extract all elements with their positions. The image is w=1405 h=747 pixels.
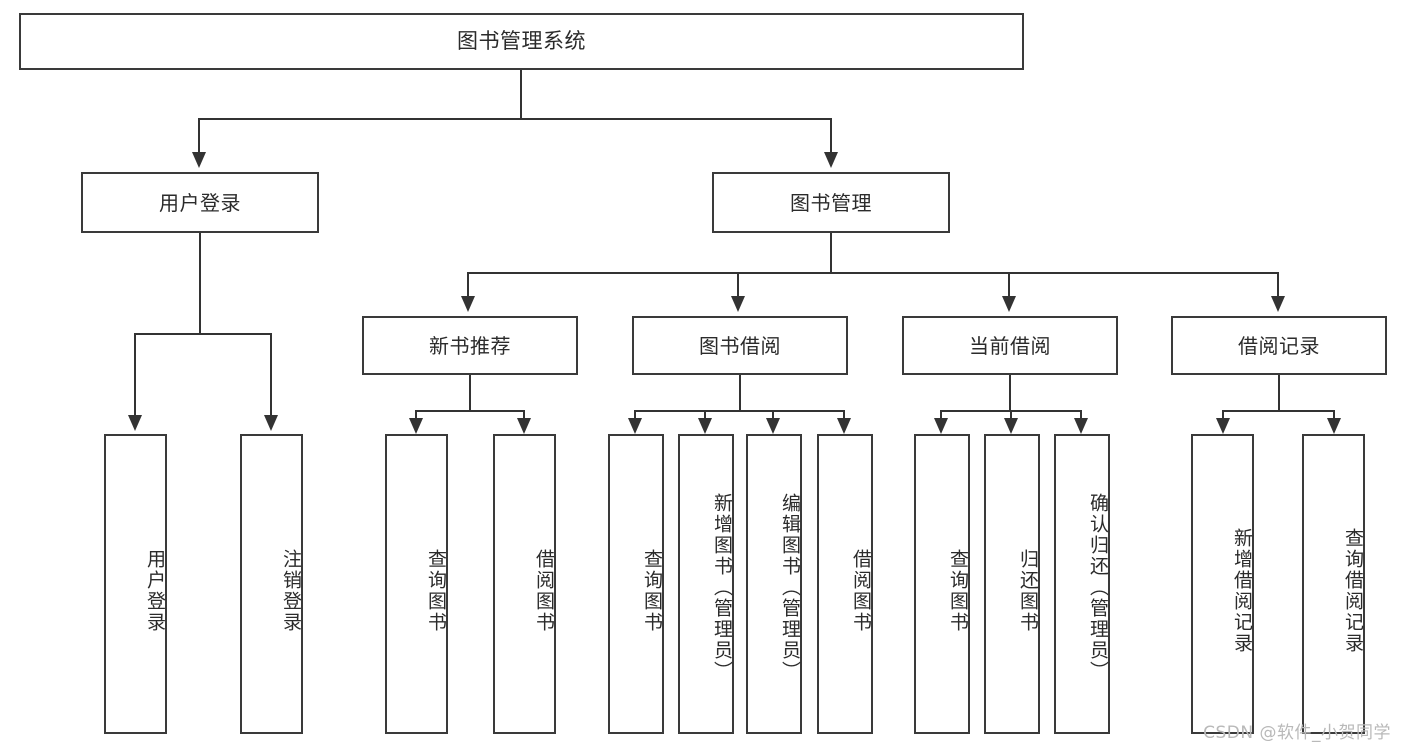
node-borrow-record[interactable]: 借阅记录: [1171, 316, 1387, 375]
edge-new-book-to-leaf-1: [415, 410, 417, 420]
edge-bb-to-leaf-3: [772, 410, 774, 420]
arrow-user-login-to-leaf-1: [128, 415, 142, 431]
leaf-book-borrow-add-book-admin[interactable]: 新增图书（管理员）: [678, 434, 734, 734]
edge-book-borrow-stem: [739, 375, 741, 411]
arrow-cb-to-leaf-3: [1074, 418, 1088, 434]
node-user-login[interactable]: 用户登录: [81, 172, 319, 233]
edge-user-login-to-leaf-1: [134, 333, 136, 417]
edge-root-split-bar: [198, 118, 832, 120]
edge-root-to-user-login: [198, 118, 200, 154]
arrow-br-to-leaf-2: [1327, 418, 1341, 434]
arrow-root-to-book-management: [824, 152, 838, 168]
edge-bb-to-leaf-1: [634, 410, 636, 420]
edge-root-stem: [520, 70, 522, 119]
leaf-book-borrow-borrow-book[interactable]: 借阅图书: [817, 434, 873, 734]
leaf-borrow-record-add-record[interactable]: 新增借阅记录: [1191, 434, 1254, 734]
edge-new-book-to-leaf-2: [523, 410, 525, 420]
edge-book-management-split-bar: [467, 272, 1279, 274]
leaf-current-borrow-query-book[interactable]: 查询图书: [914, 434, 970, 734]
edge-current-borrow-stem: [1009, 375, 1011, 411]
arrow-cb-to-leaf-2: [1004, 418, 1018, 434]
edge-br-to-leaf-1: [1222, 410, 1224, 420]
arrow-bb-to-leaf-3: [766, 418, 780, 434]
edge-bb-to-leaf-2: [704, 410, 706, 420]
edge-br-to-leaf-2: [1333, 410, 1335, 420]
edge-book-borrow-split-bar: [634, 410, 845, 412]
edge-bb-to-leaf-4: [843, 410, 845, 420]
node-root-book-management-system[interactable]: 图书管理系统: [19, 13, 1024, 70]
leaf-new-book-borrow-book[interactable]: 借阅图书: [493, 434, 556, 734]
arrow-bm-to-current-borrow: [1002, 296, 1016, 312]
edge-cb-to-leaf-1: [940, 410, 942, 420]
edge-book-management-stem: [830, 233, 832, 273]
arrow-cb-to-leaf-1: [934, 418, 948, 434]
edge-user-login-split-bar: [134, 333, 272, 335]
arrow-br-to-leaf-1: [1216, 418, 1230, 434]
arrow-new-book-to-leaf-2: [517, 418, 531, 434]
arrow-root-to-user-login: [192, 152, 206, 168]
arrow-bb-to-leaf-1: [628, 418, 642, 434]
arrow-bb-to-leaf-4: [837, 418, 851, 434]
node-new-book-recommend[interactable]: 新书推荐: [362, 316, 578, 375]
leaf-book-borrow-edit-book-admin[interactable]: 编辑图书（管理员）: [746, 434, 802, 734]
edge-bm-to-borrow-record: [1277, 272, 1279, 298]
arrow-bb-to-leaf-2: [698, 418, 712, 434]
leaf-user-login-login[interactable]: 用户登录: [104, 434, 167, 734]
node-book-borrow[interactable]: 图书借阅: [632, 316, 848, 375]
edge-bm-to-book-borrow: [737, 272, 739, 298]
edge-cb-to-leaf-2: [1010, 410, 1012, 420]
arrow-bm-to-new-book: [461, 296, 475, 312]
arrow-bm-to-borrow-record: [1271, 296, 1285, 312]
leaf-current-borrow-return-book[interactable]: 归还图书: [984, 434, 1040, 734]
leaf-user-login-logout[interactable]: 注销登录: [240, 434, 303, 734]
edge-new-book-split-bar: [415, 410, 525, 412]
edge-bm-to-current-borrow: [1008, 272, 1010, 298]
edge-bm-to-new-book: [467, 272, 469, 298]
arrow-new-book-to-leaf-1: [409, 418, 423, 434]
leaf-borrow-record-query-record[interactable]: 查询借阅记录: [1302, 434, 1365, 734]
leaf-new-book-query-book[interactable]: 查询图书: [385, 434, 448, 734]
arrow-user-login-to-leaf-2: [264, 415, 278, 431]
edge-new-book-stem: [469, 375, 471, 411]
edge-cb-to-leaf-3: [1080, 410, 1082, 420]
node-book-management[interactable]: 图书管理: [712, 172, 950, 233]
edge-root-to-book-management: [830, 118, 832, 154]
arrow-bm-to-book-borrow: [731, 296, 745, 312]
edge-borrow-record-split-bar: [1222, 410, 1335, 412]
node-current-borrow[interactable]: 当前借阅: [902, 316, 1118, 375]
edge-user-login-to-leaf-2: [270, 333, 272, 417]
leaf-current-borrow-confirm-return-admin[interactable]: 确认归还（管理员）: [1054, 434, 1110, 734]
leaf-book-borrow-query-book[interactable]: 查询图书: [608, 434, 664, 734]
edge-user-login-stem: [199, 233, 201, 334]
edge-borrow-record-stem: [1278, 375, 1280, 411]
